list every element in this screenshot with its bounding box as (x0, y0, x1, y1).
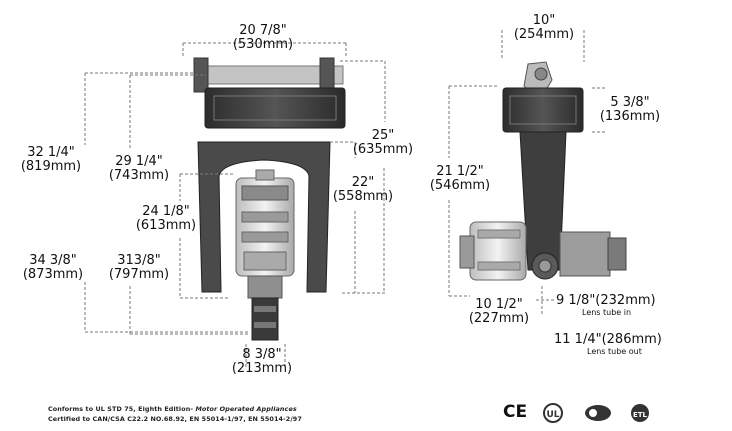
csa-mark-icon (585, 405, 611, 421)
front-h29-metric: (743mm) (108, 168, 170, 183)
side-view-fixture (459, 61, 627, 281)
front-h29-dim: 29 1/4" (743mm) (102, 155, 176, 183)
front-h31-dim: 313/8" (797mm) (100, 254, 178, 282)
lens-in-caption: Lens tube in (582, 308, 632, 317)
front-h24-imperial: 24 1/8" (142, 204, 190, 219)
front-base-width-dim: 8 3/8" (213mm) (226, 348, 298, 376)
front-h31-imperial: 313/8" (117, 253, 161, 268)
front-width-imperial: 20 7/8" (239, 23, 287, 38)
conformity-line: Conforms to UL STD 75, Eighth Edition- M… (48, 405, 297, 413)
certification-line: Certified to CAN/CSA C22.2 NO.68.92, EN … (48, 415, 302, 423)
side-height-metric: (546mm) (429, 178, 491, 193)
ul-mark-icon: UL (543, 403, 563, 423)
front-width-metric: (530mm) (232, 37, 294, 52)
lens-out-caption: Lens tube out (587, 347, 642, 356)
front-h22-imperial: 22" (351, 175, 375, 190)
front-h25-dim: 25" (635mm) (344, 129, 422, 157)
front-h31-metric: (797mm) (108, 267, 170, 282)
front-h34-imperial: 34 3/8" (29, 253, 77, 268)
front-h25-imperial: 25" (371, 128, 395, 143)
side-base-dim: 10 1/2" (227mm) (462, 298, 536, 326)
side-width-metric: (254mm) (513, 27, 575, 42)
svg-text:UL: UL (546, 410, 559, 420)
front-base-imperial: 8 3/8" (242, 347, 282, 362)
front-width-dim: 20 7/8" (530mm) (218, 24, 308, 52)
ce-mark: CE (503, 402, 528, 422)
side-base-metric: (227mm) (468, 311, 530, 326)
side-height-dim: 21 1/2" (546mm) (422, 165, 498, 193)
conformity-italic: Motor Operated Appliances (193, 405, 297, 413)
front-h22-dim: 22" (558mm) (330, 176, 396, 204)
front-h25-metric: (635mm) (352, 142, 414, 157)
side-base-imperial: 10 1/2" (475, 297, 523, 312)
svg-text:ETL: ETL (633, 411, 648, 419)
side-dimension-lines (448, 30, 606, 316)
side-width-dim: 10" (254mm) (506, 14, 582, 42)
etl-mark-icon: ETL (631, 404, 649, 422)
side-width-imperial: 10" (532, 13, 556, 28)
side-height-imperial: 21 1/2" (436, 164, 484, 179)
front-dimension-lines (84, 42, 386, 368)
front-h22-metric: (558mm) (332, 189, 394, 204)
front-h34-dim: 34 3/8" (873mm) (18, 254, 88, 282)
lens-out-value: 11 1/4"(286mm) (554, 332, 662, 347)
side-head-height-dim: 5 3/8" (136mm) (594, 96, 666, 124)
front-h24-metric: (613mm) (135, 218, 197, 233)
front-h32-imperial: 32 1/4" (27, 145, 75, 160)
front-h24-dim: 24 1/8" (613mm) (132, 205, 200, 233)
side-head-metric: (136mm) (599, 109, 661, 124)
front-h29-imperial: 29 1/4" (115, 154, 163, 169)
side-head-imperial: 5 3/8" (610, 95, 650, 110)
conformity-prefix: Conforms to UL STD 75, Eighth Edition- (48, 405, 194, 413)
front-h32-metric: (819mm) (20, 159, 82, 174)
front-h34-metric: (873mm) (22, 267, 84, 282)
front-base-metric: (213mm) (231, 361, 293, 376)
front-view-fixture (193, 57, 346, 341)
lens-in-value: 9 1/8"(232mm) (556, 293, 656, 308)
front-h32-dim: 32 1/4" (819mm) (18, 146, 84, 174)
